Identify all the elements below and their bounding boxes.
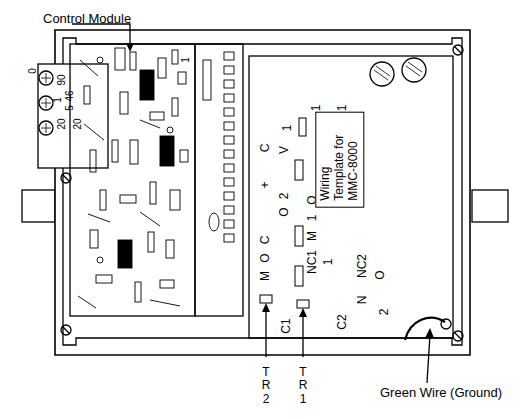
dial-number: 20	[73, 118, 83, 129]
terminal-name: O	[374, 270, 386, 279]
terminal-name: 1	[336, 105, 348, 112]
terminal-name: 1	[322, 259, 334, 266]
terminal-name: C	[259, 236, 271, 245]
dial-number: 90	[57, 74, 67, 85]
leader-line	[265, 306, 266, 357]
pin-number: 1	[181, 57, 191, 63]
green-wire	[405, 318, 445, 340]
screw	[402, 58, 426, 82]
pot-slot	[41, 73, 51, 133]
dial-number: 0	[28, 68, 38, 74]
screw-hatch	[374, 62, 422, 80]
terminal-name: 2	[378, 309, 390, 316]
terminal-name: NC1	[306, 250, 318, 274]
pot-block	[38, 64, 108, 168]
housing-inner-wall	[63, 38, 462, 345]
terminal-name: 1	[281, 125, 293, 132]
part-name: Green Wire (Ground)	[380, 386, 502, 399]
template-title: Wiring Template for MMC-8000	[319, 119, 360, 201]
screw	[370, 62, 394, 86]
leader-line	[72, 24, 130, 46]
terminal-name: O	[259, 253, 271, 262]
terminal-name: M	[306, 231, 318, 241]
terminal-name: V	[278, 146, 290, 154]
terminal-strip	[195, 44, 243, 316]
strip-contacts	[203, 52, 234, 242]
shaft-stub	[472, 190, 508, 222]
shaft-stub	[22, 190, 55, 222]
dial-number: 20	[57, 118, 67, 129]
terminal-name: N	[356, 296, 368, 305]
terminal-name: C1	[280, 318, 292, 333]
dial-number: 46	[65, 90, 75, 101]
pin-name: T R 1	[299, 366, 308, 406]
housing	[55, 30, 470, 355]
pin-name: T R 2	[262, 366, 271, 406]
leader-line	[427, 334, 430, 383]
wire-terminal	[441, 319, 451, 329]
arrowheads	[126, 43, 434, 338]
dial-number: 5	[65, 105, 75, 111]
terminal-name: 2	[278, 193, 290, 200]
terminal-name: 1	[306, 215, 318, 222]
terminal-name: C2	[336, 314, 348, 329]
terminal-name: O	[278, 207, 290, 216]
circuit-board	[70, 44, 195, 316]
dial-number: 1	[53, 97, 63, 103]
terminal-board	[249, 56, 453, 338]
terminal-name: NC2	[356, 254, 368, 278]
terminal-name: M	[259, 271, 271, 281]
terminal-name: C	[259, 144, 271, 153]
board-components	[78, 48, 188, 308]
wiring-template: Wiring Template for MMC-8000	[315, 112, 364, 208]
terminal-name: +	[259, 181, 271, 188]
corner-screw	[61, 45, 463, 341]
terminal-name: 1	[310, 105, 322, 112]
leader-line	[302, 311, 303, 357]
part-name: Control Module	[43, 12, 131, 25]
